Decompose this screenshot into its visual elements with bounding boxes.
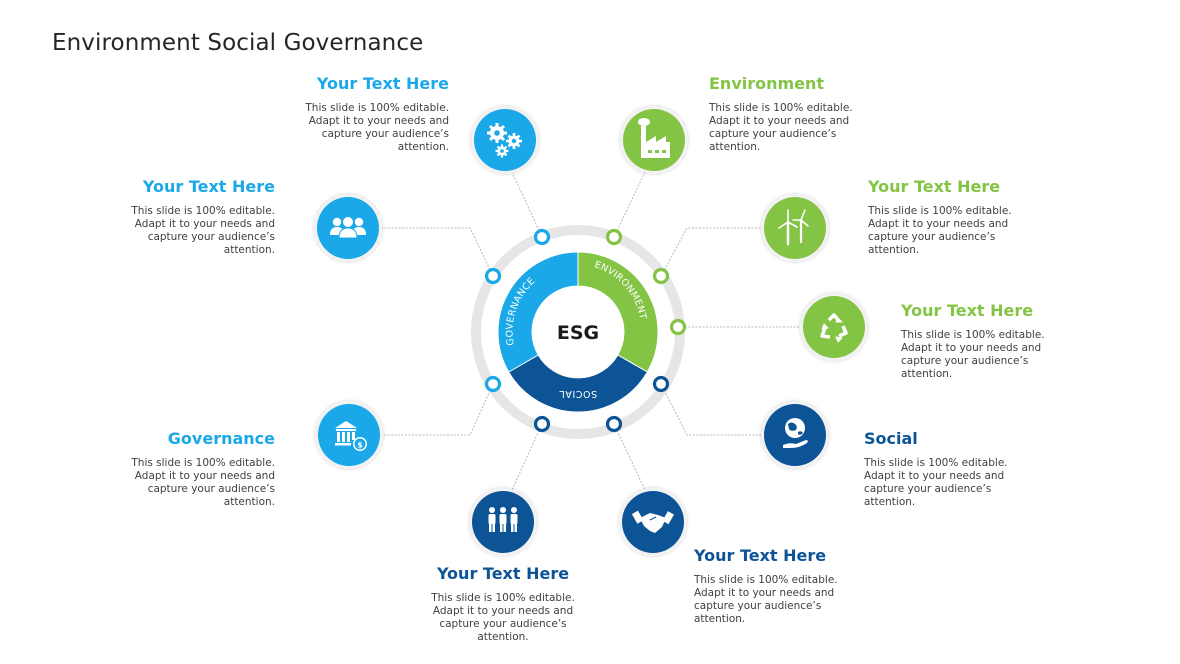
text-block-upper-right: Your Text Here This slide is 100% editab…: [868, 177, 1068, 257]
recycle-icon: [820, 313, 848, 343]
icon-node-top-right[interactable]: [620, 106, 688, 174]
ring-dot[interactable]: [605, 415, 623, 433]
text-block-bottom-left: Your Text Here This slide is 100% editab…: [403, 564, 603, 644]
globe-hand-icon: [783, 418, 808, 448]
block-heading: Your Text Here: [901, 301, 1034, 320]
block-heading: Environment: [709, 74, 825, 93]
ring-dot[interactable]: [484, 375, 502, 393]
block-body: This slide is 100% editable. Adapt it to…: [694, 574, 838, 625]
text-block-bottom-right: Your Text Here This slide is 100% editab…: [694, 546, 894, 626]
gears-icon: [487, 123, 522, 158]
ring-dot[interactable]: [533, 415, 551, 433]
text-block-mid-right: Your Text Here This slide is 100% editab…: [901, 301, 1101, 381]
ring-dot[interactable]: [533, 228, 551, 246]
ring-dot[interactable]: [669, 318, 687, 336]
ring-dot[interactable]: [652, 375, 670, 393]
block-body: This slide is 100% editable. Adapt it to…: [709, 102, 853, 153]
wind-turbine-icon: [778, 209, 809, 246]
connector-lines: [381, 171, 802, 491]
icon-node-upper-left[interactable]: [314, 194, 382, 262]
icon-node-lower-right[interactable]: [761, 401, 829, 469]
hub-center-label: ESG: [557, 322, 599, 344]
text-block-top-right: Environment This slide is 100% editable.…: [709, 74, 909, 154]
ring-dots: [484, 228, 687, 433]
esg-donut: ENVIRONMENT GOVERNANCE SOCIAL ESG: [497, 251, 659, 413]
block-heading: Your Text Here: [316, 74, 449, 93]
handshake-icon: [631, 510, 674, 533]
block-heading: Your Text Here: [142, 177, 275, 196]
block-heading: Governance: [167, 429, 275, 448]
icon-node-bottom-right[interactable]: [619, 488, 687, 556]
icon-node-top-left[interactable]: [471, 106, 539, 174]
block-heading: Your Text Here: [436, 564, 570, 583]
text-block-upper-left: Your Text Here This slide is 100% editab…: [75, 177, 275, 257]
svg-text:$: $: [357, 441, 363, 450]
bank-dollar-icon: $: [335, 421, 367, 451]
block-body: This slide is 100% editable. Adapt it to…: [431, 592, 575, 643]
icon-node-upper-right[interactable]: [761, 194, 829, 262]
icon-node-mid-right[interactable]: [800, 293, 868, 361]
block-heading: Social: [864, 429, 918, 448]
ring-dot[interactable]: [605, 228, 623, 246]
text-block-lower-right: Social This slide is 100% editable. Adap…: [864, 429, 1064, 509]
block-heading: Your Text Here: [868, 177, 1001, 196]
factory-icon: [638, 118, 670, 158]
block-body: This slide is 100% editable. Adapt it to…: [901, 329, 1045, 380]
block-body: This slide is 100% editable. Adapt it to…: [131, 205, 275, 256]
ring-dot[interactable]: [484, 267, 502, 285]
people-group-icon: [488, 507, 518, 532]
icon-node-lower-left[interactable]: $: [315, 401, 383, 469]
svg-text:SOCIAL: SOCIAL: [559, 388, 597, 399]
segment-label-social: SOCIAL: [559, 388, 597, 399]
block-body: This slide is 100% editable. Adapt it to…: [868, 205, 1012, 256]
block-heading: Your Text Here: [694, 546, 827, 565]
ring-dot[interactable]: [652, 267, 670, 285]
text-block-lower-left: Governance This slide is 100% editable. …: [75, 429, 275, 509]
block-body: This slide is 100% editable. Adapt it to…: [131, 457, 275, 508]
team-icon: [330, 217, 366, 239]
block-body: This slide is 100% editable. Adapt it to…: [305, 102, 449, 153]
text-block-top-left: Your Text Here This slide is 100% editab…: [249, 74, 449, 154]
icon-node-bottom-left[interactable]: [469, 488, 537, 556]
block-body: This slide is 100% editable. Adapt it to…: [864, 457, 1008, 508]
slide-title: Environment Social Governance: [52, 30, 424, 56]
